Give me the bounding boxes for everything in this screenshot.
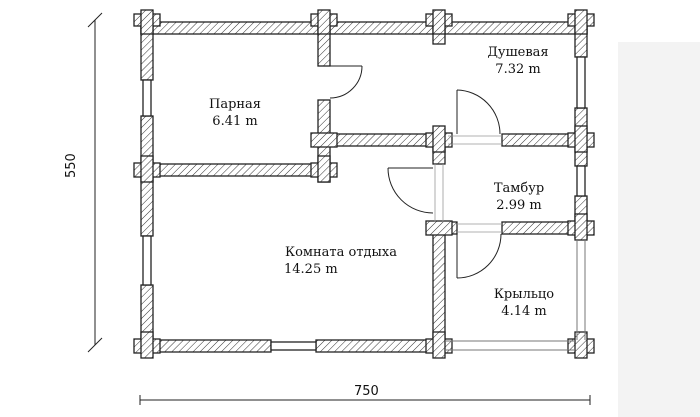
room-parnaya: Парная 6.41 m <box>200 96 270 130</box>
post <box>310 132 338 148</box>
room-area: 14.25 m <box>284 262 338 277</box>
window-bottom <box>270 341 317 351</box>
dimension-width: 750 <box>354 384 379 399</box>
window-right-1 <box>576 56 586 109</box>
opening-lines <box>434 135 502 233</box>
room-area: 4.14 m <box>501 304 547 319</box>
dimension-lines <box>87 12 591 405</box>
room-komnata-otdykha: Комната отдыха 14.25 m <box>276 244 406 278</box>
room-name: Парная <box>208 97 262 112</box>
wall-parnaya-bottom <box>140 163 331 177</box>
doors <box>329 65 502 279</box>
dimension-height: 550 <box>64 153 79 178</box>
room-name: Душевая <box>487 45 549 60</box>
window-left-2 <box>142 235 152 286</box>
right-margin-shade <box>618 42 700 417</box>
window-right-2 <box>576 165 586 197</box>
room-area: 6.41 m <box>212 114 258 129</box>
room-tambur: Тамбур 2.99 m <box>484 180 554 214</box>
post <box>425 220 453 236</box>
window-left-1 <box>142 79 152 117</box>
room-name: Тамбур <box>493 181 545 196</box>
wall-top <box>140 21 588 35</box>
room-krylco: Крыльцо 4.14 m <box>484 286 564 320</box>
room-name: Комната отдыха <box>285 245 397 260</box>
room-area: 2.99 m <box>496 198 542 213</box>
porch-railing <box>445 240 586 351</box>
room-name: Крыльцо <box>493 287 555 302</box>
room-area: 7.32 m <box>495 62 541 77</box>
room-dushevaya: Душевая 7.32 m <box>478 44 558 78</box>
